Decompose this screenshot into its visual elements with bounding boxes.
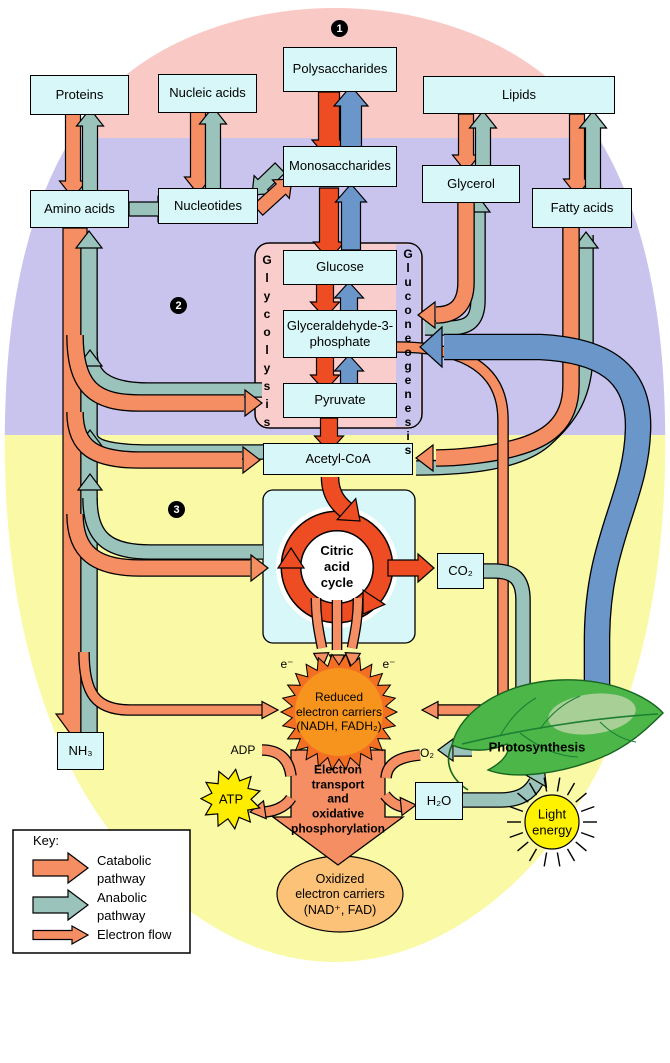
photosynthesis-leaf-icon (447, 679, 664, 791)
node-h2o: H₂O (415, 782, 463, 820)
gluconeogenesis-label: Gluconeogenesis (401, 247, 415, 457)
etc-line5: phosphorylation (291, 820, 385, 835)
atp-label: ATP (218, 791, 244, 807)
catabolic-arrow-icon (32, 851, 89, 885)
node-fatty-acids: Fatty acids (532, 188, 632, 228)
atp-starburst (199, 768, 262, 831)
fatty-acid-acetyl-arrows (415, 228, 600, 476)
node-nucleic-acids: Nucleic acids (158, 74, 257, 113)
citric-acid-cycle-label: Citric acid cycle (307, 543, 367, 591)
electron-flow-arrow-icon (32, 924, 90, 946)
node-nucleotides: Nucleotides (158, 188, 258, 224)
left-trunk-arrows (54, 227, 269, 742)
stage-badge-1: 1 (331, 20, 348, 37)
adp-atp-o2-h2o-swooshes (248, 744, 421, 820)
adp-label: ADP (230, 743, 256, 757)
key-title: Key: (33, 833, 60, 848)
citric-line3: cycle (320, 574, 354, 590)
glycerol-g3p-arrows (417, 195, 492, 336)
reduced-line3: (NADH, FADH₂) (296, 719, 382, 734)
citric-line2: acid (323, 559, 350, 575)
o2-label: O₂ (420, 746, 434, 760)
stage-badge-3: 3 (168, 501, 185, 518)
citric-ring (276, 476, 435, 672)
oxidized-carriers-label: Oxidized electron carriers (NAD⁺, FAD) (278, 872, 402, 918)
reduced-line1: Reduced (314, 690, 364, 705)
node-glucose: Glucose (283, 250, 397, 285)
light-energy-label: Light energy (532, 806, 572, 837)
electron-transport-label: Electron transport and oxidative phospho… (284, 762, 392, 835)
node-co2: CO₂ (437, 553, 484, 589)
oxidized-line2: electron carriers (295, 887, 385, 902)
node-lipids: Lipids (423, 76, 615, 114)
electron-flow-left (78, 651, 280, 720)
citric-line1: Citric (320, 543, 354, 559)
etc-line2: transport (311, 777, 365, 792)
key-electron-flow-label: Electron flow (97, 927, 172, 942)
stage-badge-2: 2 (170, 297, 187, 314)
node-nh3: NH₃ (57, 732, 104, 770)
key-catabolic-label: Catabolic pathway (97, 853, 152, 886)
light-energy-sun-icon (507, 777, 597, 867)
electron-label-left: e⁻ (280, 657, 294, 671)
etc-line4: oxidative (311, 806, 365, 821)
node-acetyl-coa: Acetyl-CoA (263, 443, 413, 475)
oxidized-line1: Oxidized (315, 872, 365, 887)
electron-transport-arrow (271, 749, 405, 866)
reduced-line2: electron carriers (295, 704, 383, 719)
electron-label-right: e⁻ (382, 657, 396, 671)
node-glycerol: Glycerol (422, 165, 520, 203)
reduced-carriers-starburst (279, 653, 399, 771)
node-proteins: Proteins (30, 75, 129, 115)
node-monosaccharides: Monosaccharides (283, 146, 397, 187)
node-pyruvate: Pyruvate (283, 383, 397, 418)
anabolic-arrow-icon (32, 888, 89, 922)
node-polysaccharides: Polysaccharides (283, 47, 397, 92)
node-g3p: Glyceraldehyde-3-phosphate (283, 310, 397, 358)
oxidized-line3: (NAD⁺, FAD) (303, 902, 377, 917)
key-anabolic-label: Anabolic pathway (97, 890, 147, 923)
etc-line3: and (327, 791, 349, 806)
etc-line1: Electron (313, 762, 362, 777)
glycolysis-label: Glycolysis (260, 253, 274, 433)
node-amino-acids: Amino acids (30, 190, 129, 228)
photosynthesis-label: Photosynthesis (488, 739, 586, 755)
reduced-carriers-label: Reduced electron carriers (NADH, FADH₂) (284, 690, 394, 734)
photosynthesis-to-g3p-arrow (419, 325, 652, 718)
